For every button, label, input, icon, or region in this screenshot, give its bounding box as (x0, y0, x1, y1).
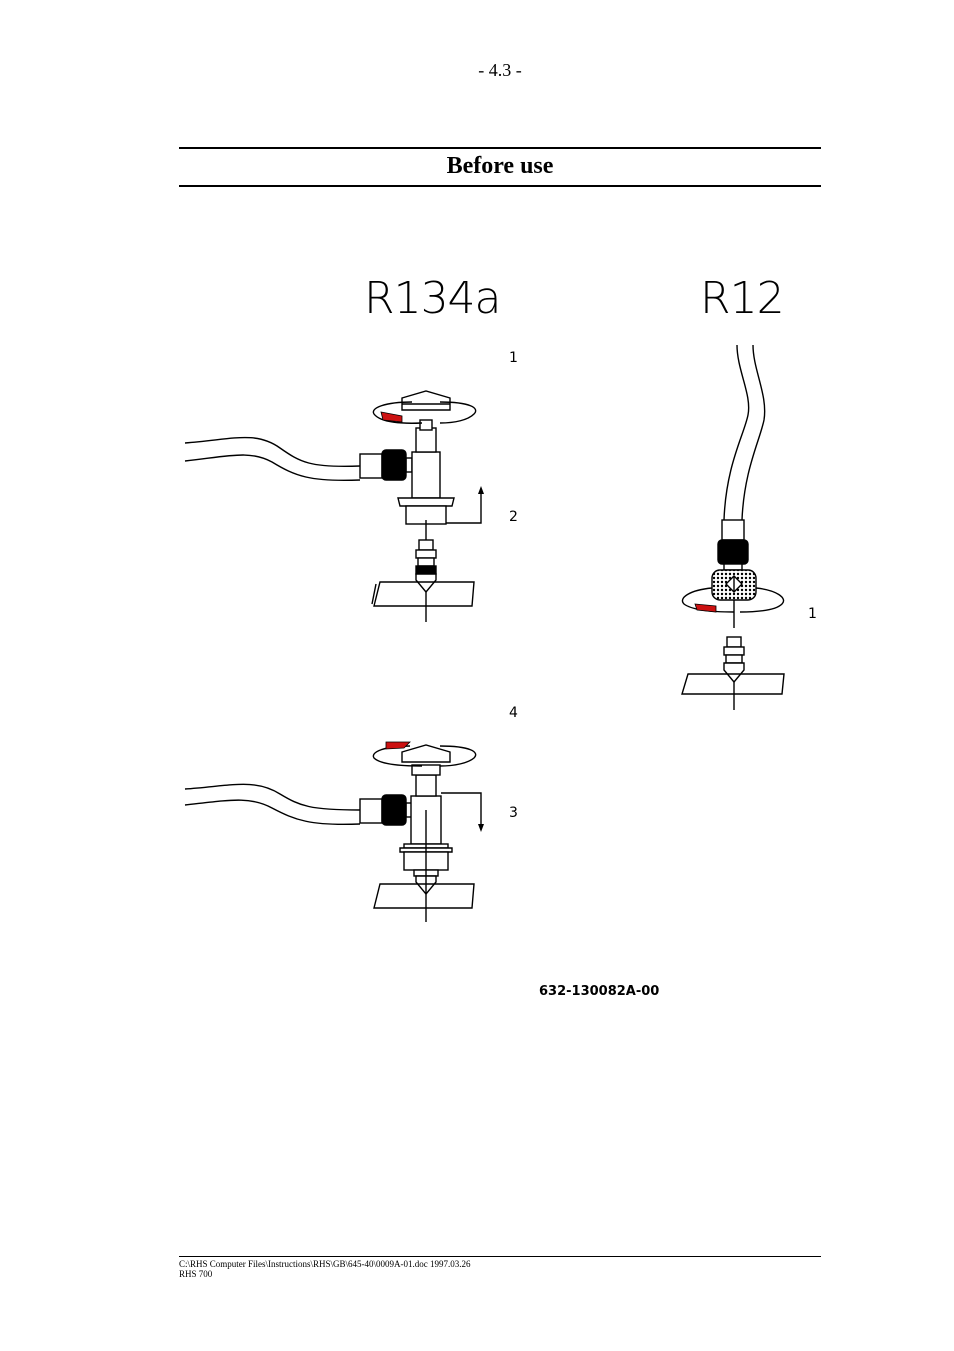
drawing-code: 632-130082A-00 (539, 984, 659, 999)
down-arrowhead (478, 824, 484, 832)
rotation-arrow-red-1 (380, 411, 403, 423)
footer-file-path: C:\RHS Computer Files\Instructions\RHS\G… (179, 1259, 471, 1269)
rotation-arrow-red-2 (385, 741, 411, 750)
section-title-band: Before use (179, 147, 821, 187)
step-label-4: 4 (509, 705, 518, 721)
r134a-coupler-lower (184, 744, 482, 922)
step-label-1-left: 1 (509, 350, 518, 366)
rotation-arrow-red-3 (694, 603, 717, 613)
footer-rule (179, 1256, 821, 1257)
footer-model: RHS 700 (179, 1269, 213, 1279)
r134a-service-port-upper (371, 539, 475, 622)
valve-connection-diagram: R134a R12 (184, 273, 817, 999)
r12-title: R12 (700, 273, 784, 324)
up-arrowhead (478, 486, 484, 494)
step-label-3: 3 (509, 805, 518, 821)
r134a-title: R134a (364, 273, 501, 324)
step-label-2: 2 (509, 509, 518, 525)
step-label-1-right: 1 (808, 606, 817, 622)
section-title: Before use (446, 153, 554, 179)
r134a-coupler-upper (184, 390, 482, 540)
page-number: - 4.3 - (478, 60, 522, 80)
r12-coupler (681, 344, 785, 710)
